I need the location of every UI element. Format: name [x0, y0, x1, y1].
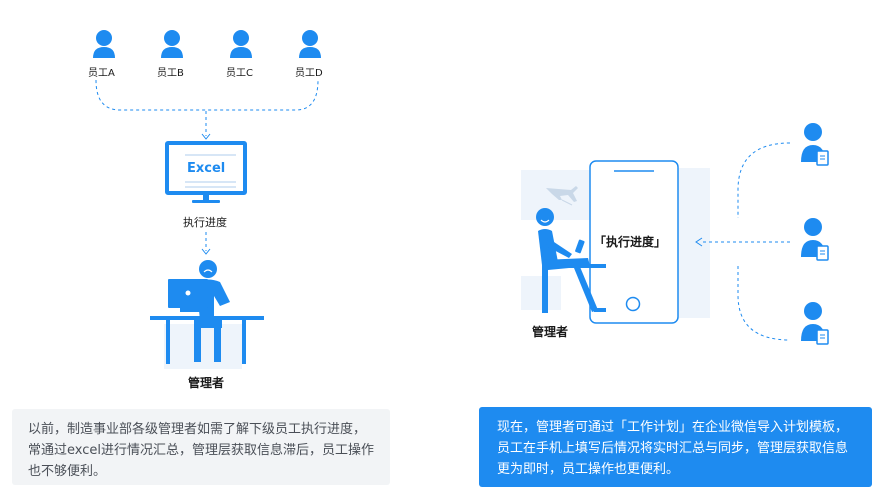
employee-b-label: 员工B — [157, 68, 184, 79]
monitor-icon — [165, 141, 247, 203]
employee-doc-icon-3 — [801, 302, 829, 345]
employees-bracket — [737, 142, 791, 341]
employee-d-label: 员工D — [295, 68, 323, 79]
employee-c-label: 员工C — [226, 68, 253, 79]
manager-at-desk-illustration — [150, 260, 264, 369]
employee-doc-icon-1 — [801, 123, 829, 166]
employee-c-icon — [230, 30, 252, 58]
employee-doc-icon-2 — [801, 218, 829, 261]
monitor-excel-text: Excel — [187, 161, 226, 176]
employees-connector — [95, 79, 319, 111]
left-manager-label: 管理者 — [188, 376, 225, 390]
progress-label: 执行进度 — [183, 216, 227, 229]
manager-seated-illustration — [536, 208, 606, 313]
new-process-note: 现在，管理者可通过「工作计划」在企业微信导入计划模板，员工在手机上填写后情况将实… — [479, 407, 872, 487]
employee-a-label: 员工A — [88, 68, 115, 79]
employee-a-icon — [93, 30, 115, 58]
employee-d-icon — [299, 30, 321, 58]
phone-icon — [589, 160, 679, 324]
legacy-process-note: 以前，制造事业部各级管理者如需了解下级员工执行进度，常通过excel进行情况汇总… — [12, 409, 390, 485]
right-manager-label: 管理者 — [532, 325, 569, 339]
employee-b-icon — [161, 30, 183, 58]
airplane-icon — [546, 186, 578, 206]
phone-progress-text: 「执行进度」 — [594, 235, 667, 249]
